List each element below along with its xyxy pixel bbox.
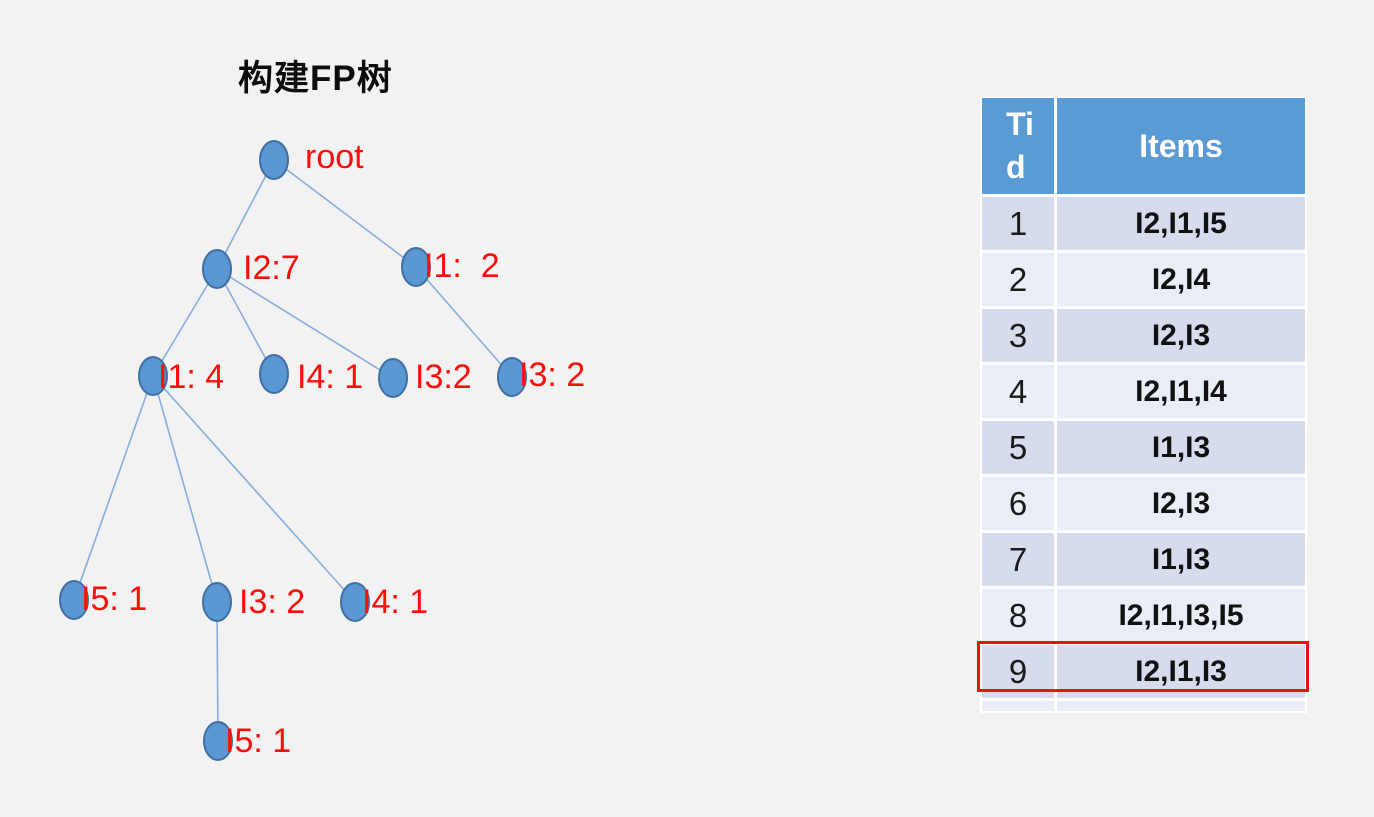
tree-node-i1-4 (138, 356, 168, 396)
tree-edge-i1-2-i3-2b (415, 266, 513, 378)
tree-node-root (259, 140, 289, 180)
table-row-8-tid: 8 (982, 589, 1054, 642)
tree-node-i3-2a (378, 358, 408, 398)
table-row-6-items: I2,I3 (1057, 477, 1305, 530)
table-header-tid: Tid (982, 98, 1054, 194)
table-row-7-items: I1,I3 (1057, 533, 1305, 586)
tree-edge-i3-2c-i5-1b (216, 601, 219, 742)
tree-node-i1-2 (401, 247, 431, 287)
tree-node-label-i5-1a: I5: 1 (81, 580, 148, 618)
table-header-items: Items (1057, 98, 1305, 194)
tree-edge-i1-4-i3-2c (152, 375, 218, 603)
page-title: 构建FP树 (238, 59, 393, 98)
table-partial-row-cell (1057, 701, 1305, 711)
tree-node-i4-1b (340, 582, 370, 622)
table-partial-row-cell (982, 701, 1054, 711)
tree-edge-i2-7-i4-1a (216, 268, 275, 375)
tree-node-i5-1a (59, 580, 89, 620)
tree-node-label-i2-7: I2:7 (243, 249, 300, 287)
tree-node-label-root: root (305, 138, 364, 176)
table-row-3-tid: 3 (982, 309, 1054, 362)
table-row-3-items: I2,I3 (1057, 309, 1305, 362)
tree-edge-i2-7-i3-2a (216, 268, 394, 379)
table-row-6-tid: 6 (982, 477, 1054, 530)
tree-edge-root-i1-2 (273, 159, 417, 268)
tree-node-label-i1-2: I1: 2 (424, 247, 500, 285)
table-row-4-tid: 4 (982, 365, 1054, 418)
tree-edge-i1-4-i5-1a (73, 375, 154, 601)
tree-node-i4-1a (259, 354, 289, 394)
tree-node-label-i4-1a: I4: 1 (297, 358, 364, 396)
table-row-1-tid: 1 (982, 197, 1054, 250)
tree-node-label-i5-1b: I5: 1 (225, 722, 292, 760)
table-row-4-items: I2,I1,I4 (1057, 365, 1305, 418)
tree-edge-root-i2-7 (216, 159, 275, 270)
table-row-5-tid: 5 (982, 421, 1054, 474)
tree-node-i2-7 (202, 249, 232, 289)
tree-node-i5-1b (203, 721, 233, 761)
table-row-2-items: I2,I4 (1057, 253, 1305, 306)
tree-node-i3-2c (202, 582, 232, 622)
tree-node-label-i3-2c: I3: 2 (239, 583, 306, 621)
tree-node-label-i4-1b: I4: 1 (362, 583, 429, 621)
tree-node-label-i1-4: I1: 4 (158, 358, 225, 396)
tree-edge-i1-4-i4-1b (152, 375, 356, 603)
tree-node-i3-2b (497, 357, 527, 397)
table-row-2-tid: 2 (982, 253, 1054, 306)
table-row-7-tid: 7 (982, 533, 1054, 586)
tree-node-label-i3-2b: I3: 2 (519, 356, 586, 394)
table-row-1-items: I2,I1,I5 (1057, 197, 1305, 250)
tree-node-label-i3-2a: I3:2 (415, 358, 472, 396)
tree-edge-i2-7-i1-4 (152, 268, 218, 377)
table-row-5-items: I1,I3 (1057, 421, 1305, 474)
row-highlight-rectangle (977, 641, 1309, 692)
table-row-8-items: I2,I1,I3,I5 (1057, 589, 1305, 642)
